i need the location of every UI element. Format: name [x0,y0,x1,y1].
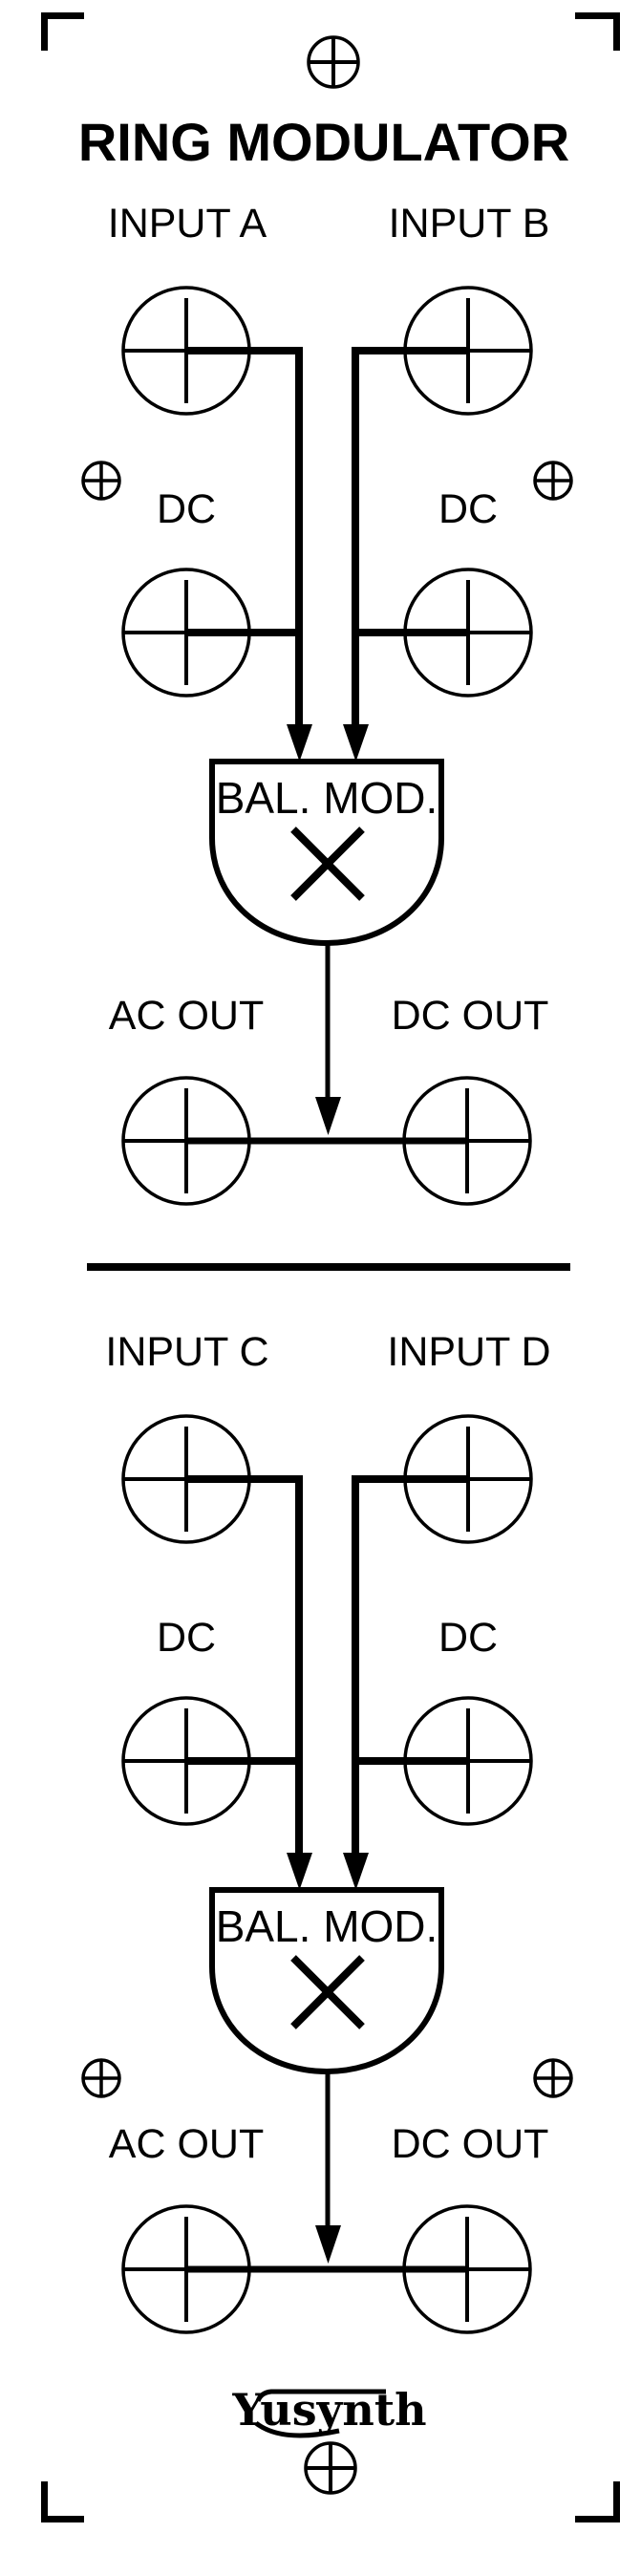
wire-input-a [186,347,303,730]
input-d-jack-icon [403,1414,533,1544]
balanced-modulator-block-2: BAL. MOD. [209,1887,444,2075]
input-a-jack-icon [121,286,251,416]
brand-logo-bottom-swash [254,2420,340,2438]
input-b-jack-icon [403,286,533,416]
input-d-label: INPUT D [387,1329,550,1375]
dc-right-jack-icon-2 [403,1696,533,1826]
mounting-screw-right-lower-icon [533,2058,573,2098]
mounting-screw-right-icon [533,461,573,501]
mounting-screw-bottom-icon [304,2441,357,2495]
ac-out-label-2: AC OUT [109,2121,264,2167]
ac-out-jack-icon-2 [121,2204,251,2334]
dc-right-jack-icon [403,568,533,698]
dc-out-label-2: DC OUT [392,2121,549,2167]
arrow-down-icon [343,724,369,762]
dc-out-label: DC OUT [392,993,549,1039]
wire-input-c [186,1475,303,1858]
input-a-label: INPUT A [108,201,267,247]
dc-out-jack-icon [402,1076,532,1206]
arrow-down-icon [315,1097,341,1135]
arrow-down-icon [287,724,312,762]
arrow-down-icon [343,1853,369,1890]
corner-crop-mark-top-left-icon [41,12,84,51]
multiply-icon [290,826,365,901]
panel-title: RING MODULATOR [78,112,569,172]
corner-crop-mark-top-right-icon [575,12,620,51]
ac-out-jack-icon [121,1076,251,1206]
ac-out-label: AC OUT [109,993,264,1039]
dc-left-jack-icon-2 [121,1696,251,1826]
multiply-icon [290,1955,365,2029]
arrow-down-icon [315,2225,341,2264]
arrow-down-icon [287,1853,312,1890]
dc-out-jack-icon-2 [402,2204,532,2334]
wire-input-b [352,347,468,730]
balanced-modulator-label: BAL. MOD. [216,773,438,823]
corner-crop-mark-bottom-right-icon [575,2481,620,2522]
mounting-screw-top-icon [307,35,360,89]
section-divider [87,1263,570,1271]
brand-logo-top-swash [255,2389,386,2402]
wire-input-d [352,1475,468,1858]
input-b-label: INPUT B [389,201,550,247]
input-c-label: INPUT C [105,1329,268,1375]
balanced-modulator-label-2: BAL. MOD. [216,1901,438,1951]
input-c-jack-icon [121,1414,251,1544]
brand-logo: Yusynth [231,2384,427,2438]
dc-left-label-2: DC [157,1615,216,1661]
corner-crop-mark-bottom-left-icon [41,2481,84,2522]
dc-right-label-2: DC [438,1615,498,1661]
mounting-screw-left-lower-icon [81,2058,121,2098]
dc-left-jack-icon [121,568,251,698]
balanced-modulator-block: BAL. MOD. [209,759,444,947]
dc-right-label: DC [438,486,498,532]
mounting-screw-left-icon [81,461,121,501]
dc-left-label: DC [157,486,216,532]
